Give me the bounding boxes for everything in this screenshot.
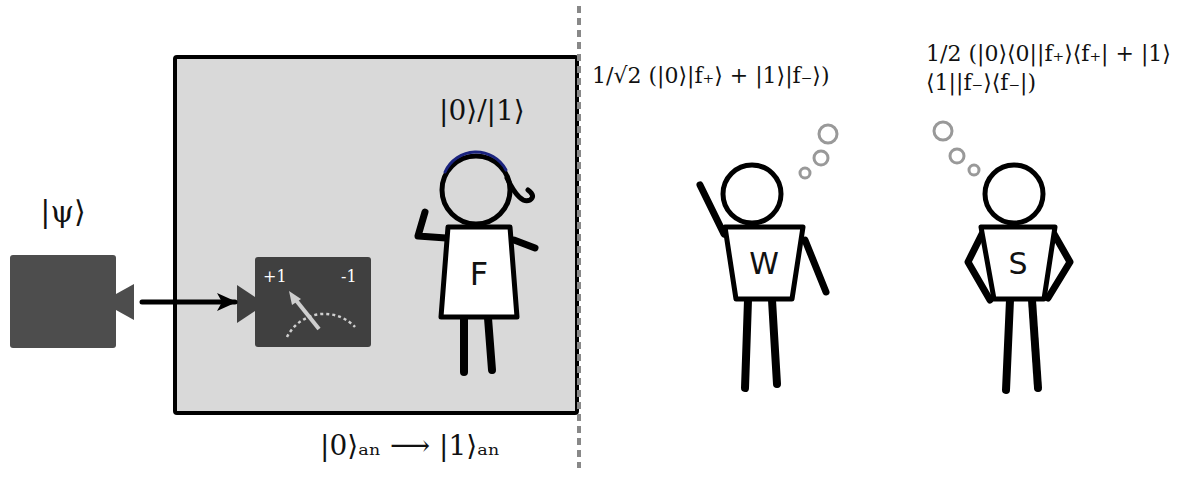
text-holder: |0⟩/|1⟩ [439, 93, 525, 129]
label-holder: 1/√2 (|0⟩|f₊⟩ + |1⟩|f₋⟩) [592, 62, 924, 91]
source-camera: |ψ⟩ [10, 190, 136, 350]
node-label: +1 [263, 267, 287, 288]
leg [1032, 300, 1038, 388]
lab-box: +1 -1 F |0⟩/|1⟩ [173, 55, 579, 415]
text-holder: S [978, 244, 1058, 283]
bubble [814, 151, 828, 165]
text-holder: W [722, 244, 806, 283]
mixture-formula: 1/2 (|0⟩⟨0||f₊⟩⟨f₊| + |1⟩⟨1||f₋⟩⟨f₋|) [926, 40, 1178, 97]
thought-bubbles [800, 122, 979, 178]
meter-body [255, 257, 371, 347]
node-label: W [722, 244, 806, 283]
label-holder: 1/2 (|0⟩⟨0||f₊⟩⟨f₊| + |1⟩⟨1||f₋⟩⟨f₋|) [926, 40, 1178, 97]
observer-figure [968, 165, 1070, 390]
bubble [969, 165, 979, 175]
friend-body: F [438, 224, 520, 320]
node-label: |0⟩/|1⟩ [439, 93, 525, 129]
wigner-body: W [722, 224, 806, 302]
text-holder: -1 [341, 267, 357, 288]
meter-needle [295, 299, 319, 329]
leg [772, 300, 777, 384]
bubble [819, 125, 837, 143]
camera-body [10, 255, 116, 348]
bubble [950, 149, 964, 163]
state-formula: 1/√2 (|0⟩|f₊⟩ + |1⟩|f₋⟩) [592, 62, 924, 91]
camera-lens [116, 284, 134, 320]
node-label: F [438, 254, 520, 296]
meter-input [237, 285, 255, 323]
needle-tip [289, 291, 301, 305]
bubble [934, 122, 952, 140]
leg [1006, 300, 1010, 390]
observer-body: S [978, 224, 1058, 302]
node-label: -1 [341, 267, 357, 288]
text-holder: F [438, 254, 520, 296]
text-holder: +1 [263, 267, 287, 288]
arm [805, 240, 826, 292]
wigner-figure [700, 165, 826, 388]
arm [700, 185, 724, 234]
meter-scale [287, 314, 355, 337]
head [985, 165, 1043, 223]
node-label: |ψ⟩ [10, 192, 116, 231]
head [723, 165, 781, 223]
text-holder: |ψ⟩ [10, 192, 116, 231]
bubble [800, 168, 810, 178]
signal-arrow [142, 300, 235, 305]
label-holder: |0⟩ₐₙ ⟶ |1⟩ₐₙ [320, 428, 570, 464]
leg [745, 300, 748, 388]
memory-transition: |0⟩ₐₙ ⟶ |1⟩ₐₙ [320, 428, 570, 464]
measurement-device: +1 -1 [237, 257, 371, 347]
leg [460, 318, 468, 372]
node-label: S [978, 244, 1058, 283]
leg [488, 318, 492, 370]
